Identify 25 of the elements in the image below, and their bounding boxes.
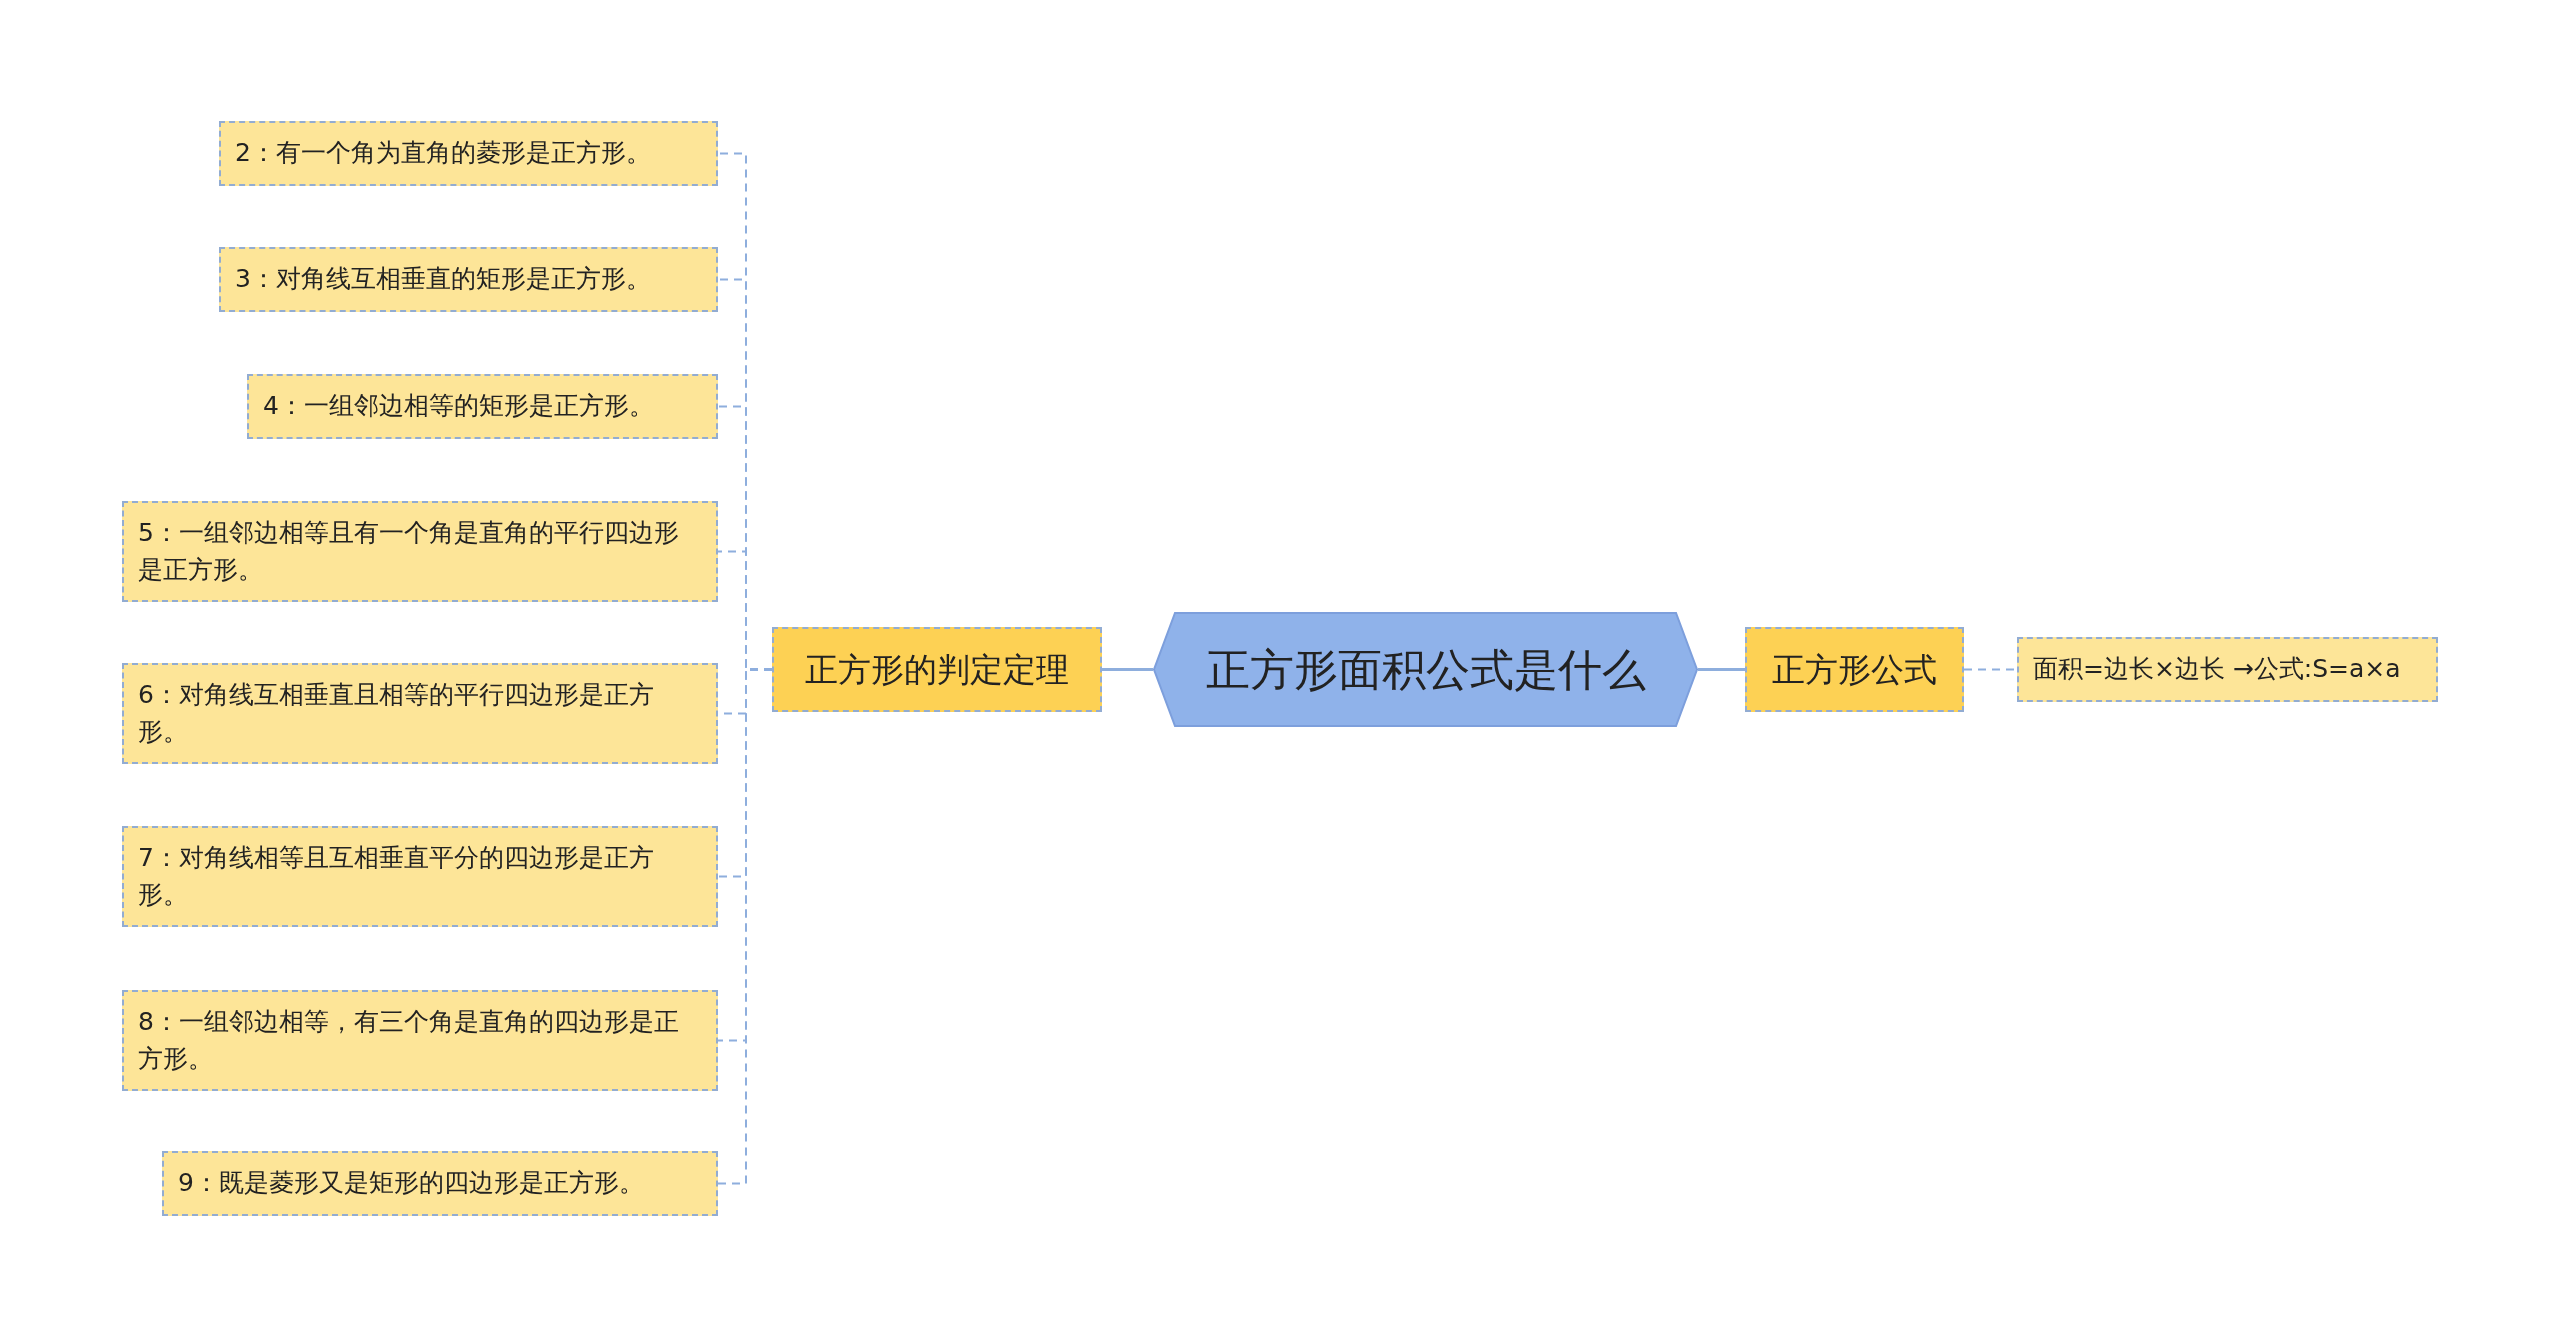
node-text: 5：一组邻边相等且有一个角是直角的平行四边形是正方形。	[138, 517, 680, 586]
node-text: 2：有一个角为直角的菱形是正方形。	[235, 137, 651, 170]
node-text: 8：一组邻边相等，有三个角是直角的四边形是正方形。	[138, 1006, 680, 1075]
connector-line	[1102, 668, 1153, 671]
node-text: 3：对角线互相垂直的矩形是正方形。	[235, 263, 651, 296]
node-text: 正方形的判定定理	[805, 648, 1069, 691]
subtopic-box	[122, 501, 718, 602]
node-text: 正方形公式	[1772, 648, 1937, 691]
node-text: 4：一组邻边相等的矩形是正方形。	[263, 390, 654, 423]
node-text: 面积=边长×边长 →公式:S=a×a	[2033, 653, 2401, 686]
node-text: 6：对角线互相垂直且相等的平行四边形是正方形。	[138, 679, 655, 748]
subtopic-box	[122, 663, 718, 764]
subtopic-box	[219, 247, 718, 312]
connector-line	[1698, 668, 1745, 671]
subtopic-box	[162, 1151, 718, 1216]
node-text: 7：对角线相等且互相垂直平分的四边形是正方形。	[138, 842, 655, 911]
subtopic-box	[219, 121, 718, 186]
topic-box	[1745, 627, 1964, 712]
node-text: 9：既是菱形又是矩形的四边形是正方形。	[178, 1167, 644, 1200]
subtopic-box	[122, 826, 718, 927]
topic-box	[772, 627, 1102, 712]
subtopic-box	[122, 990, 718, 1091]
subtopic-box	[2017, 637, 2438, 702]
subtopic-box	[247, 374, 718, 439]
node-text: 正方形面积公式是什么	[1205, 642, 1646, 697]
